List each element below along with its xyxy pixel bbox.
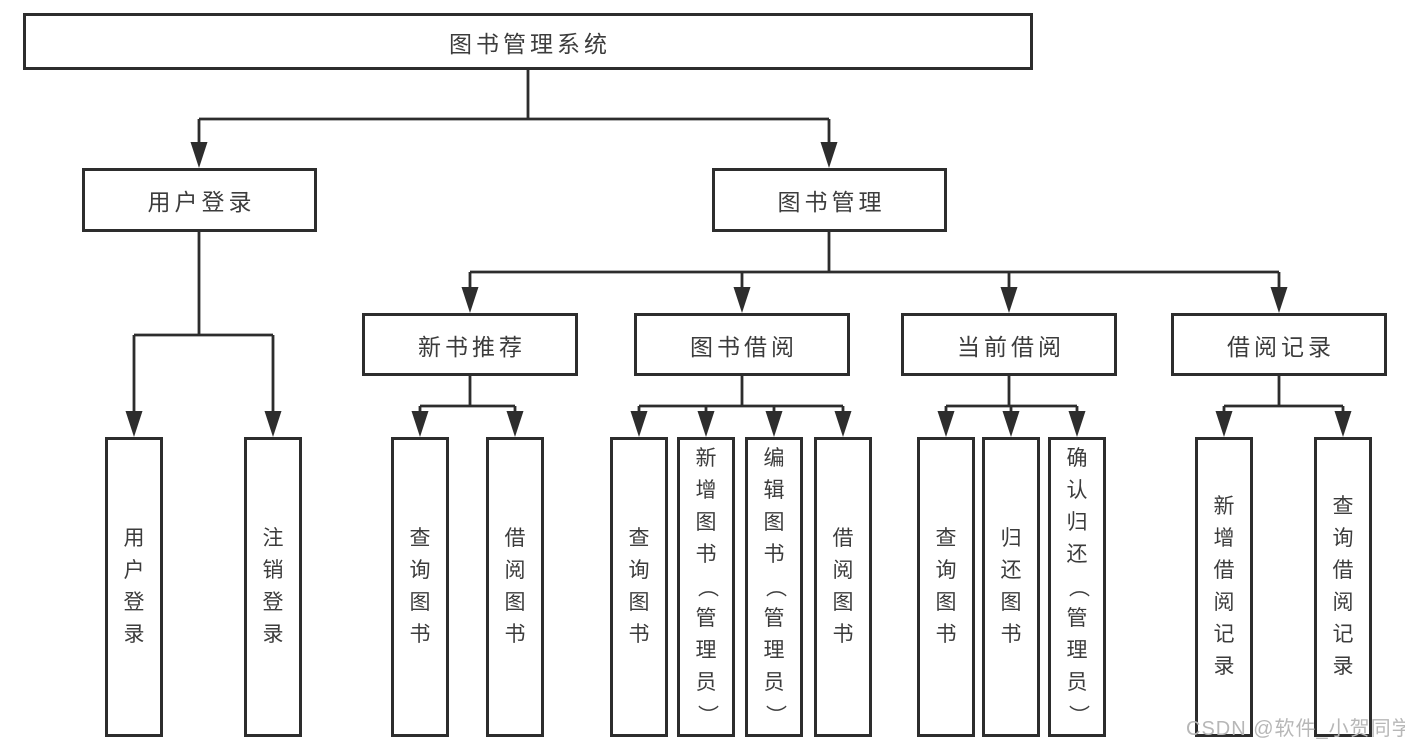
arrowhead-icon <box>765 411 783 437</box>
arrowhead-icon <box>411 411 429 437</box>
arrowhead-icon <box>697 411 715 437</box>
node-borrow-record: 借阅记录 <box>1171 313 1387 376</box>
connector-book-management-to-level2 <box>461 232 1288 313</box>
arrowhead-icon <box>264 411 282 437</box>
arrowhead-icon <box>1270 287 1288 313</box>
arrowhead-icon <box>733 287 751 313</box>
connector-new-book-to-leaves <box>411 376 524 437</box>
leaf-return-books: 归还图书 <box>982 437 1040 737</box>
arrowhead-icon <box>1002 411 1020 437</box>
arrowhead-icon <box>1000 287 1018 313</box>
arrowhead-icon <box>1068 411 1086 437</box>
arrowhead-icon <box>834 411 852 437</box>
leaf-query-books-current: 查询图书 <box>917 437 975 737</box>
node-library-management-system: 图书管理系统 <box>23 13 1033 70</box>
leaf-edit-books-admin: 编辑图书（管理员） <box>745 437 803 737</box>
watermark: CSDN @软件_小贺同学 <box>1186 718 1405 740</box>
arrowhead-icon <box>1215 411 1233 437</box>
arrowhead-icon <box>937 411 955 437</box>
leaf-borrow-books: 借阅图书 <box>814 437 872 737</box>
connector-user-login-to-leaves <box>125 232 282 437</box>
arrowhead-icon <box>1334 411 1352 437</box>
arrowhead-icon <box>190 142 208 168</box>
leaf-add-books-admin: 新增图书（管理员） <box>677 437 735 737</box>
arrowhead-icon <box>461 287 479 313</box>
leaf-query-books-recommend: 查询图书 <box>391 437 449 737</box>
arrowhead-icon <box>630 411 648 437</box>
connector-current-borrow-to-leaves <box>937 376 1086 437</box>
leaf-confirm-return-admin: 确认归还（管理员） <box>1048 437 1106 737</box>
node-book-borrow: 图书借阅 <box>634 313 850 376</box>
connector-root-to-level1 <box>190 70 838 168</box>
leaf-borrow-books-recommend: 借阅图书 <box>486 437 544 737</box>
node-new-book-recommend: 新书推荐 <box>362 313 578 376</box>
leaf-add-borrow-record: 新增借阅记录 <box>1195 437 1253 737</box>
connector-book-borrow-to-leaves <box>630 376 852 437</box>
node-current-borrow: 当前借阅 <box>901 313 1117 376</box>
node-book-management: 图书管理 <box>712 168 947 232</box>
leaf-logout: 注销登录 <box>244 437 302 737</box>
leaf-query-borrow-record: 查询借阅记录 <box>1314 437 1372 737</box>
leaf-query-books-borrow: 查询图书 <box>610 437 668 737</box>
connector-borrow-record-to-leaves <box>1215 376 1352 437</box>
leaf-user-login: 用户登录 <box>105 437 163 737</box>
arrowhead-icon <box>506 411 524 437</box>
arrowhead-icon <box>125 411 143 437</box>
node-user-login: 用户登录 <box>82 168 317 232</box>
arrowhead-icon <box>820 142 838 168</box>
